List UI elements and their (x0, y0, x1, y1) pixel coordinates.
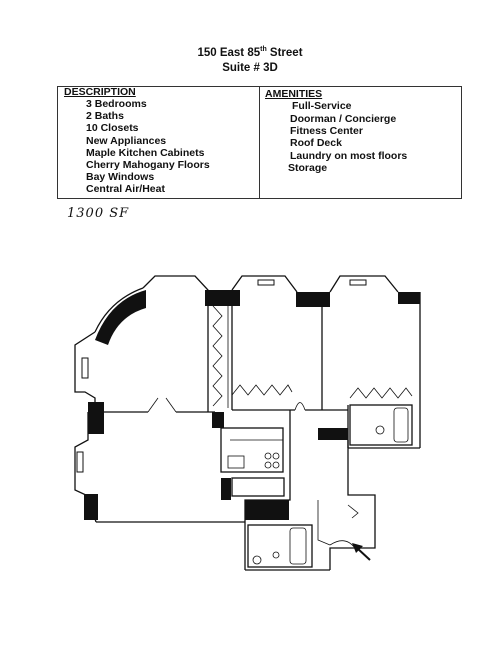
description-item: Cherry Mahogany Floors (86, 159, 210, 171)
bath-1-walls (349, 404, 413, 446)
description-item: Maple Kitchen Cabinets (86, 147, 205, 159)
listing-info-box: DESCRIPTION 3 Bedrooms 2 Baths 10 Closet… (57, 86, 462, 199)
living-room-walls (74, 275, 215, 413)
description-item: Central Air/Heat (86, 183, 165, 195)
description-item: Bay Windows (86, 171, 155, 183)
amenities-item: Roof Deck (290, 137, 342, 149)
entry-arrow-icon (352, 543, 371, 561)
suite-number: Suite # 3D (222, 62, 278, 74)
amenities-item: Full-Service (292, 100, 352, 112)
box-divider (259, 87, 260, 198)
amenities-title: AMENITIES (265, 88, 323, 100)
amenities-item: Storage (288, 162, 328, 174)
amenities-item: Fitness Center (290, 125, 363, 137)
bath-2-walls (247, 524, 313, 568)
kitchen-walls (220, 427, 285, 497)
description-item: 10 Closets (86, 122, 139, 134)
description-title: DESCRIPTION (64, 86, 136, 98)
description-item: 2 Baths (86, 110, 124, 122)
description-item: New Appliances (86, 135, 167, 147)
amenities-item: Laundry on most floors (290, 150, 408, 162)
building-address: 150 East 85th Street (197, 46, 303, 59)
description-item: 3 Bedrooms (86, 98, 147, 110)
bedroom-2-walls (231, 275, 323, 411)
windows (76, 279, 367, 473)
structural-columns (84, 290, 420, 520)
closet-doors (212, 305, 413, 546)
handwritten-square-footage: 1300 SF (67, 206, 130, 221)
amenities-item: Doorman / Concierge (290, 113, 397, 125)
